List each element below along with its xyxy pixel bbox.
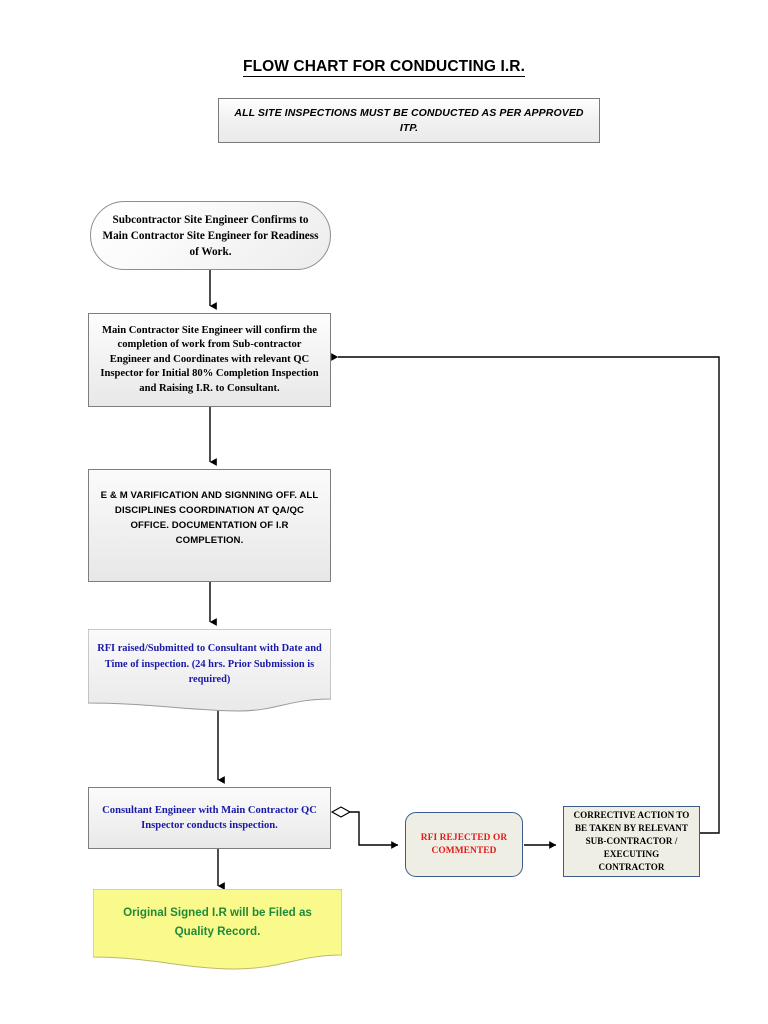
node-main-contractor-confirm-label: Main Contractor Site Engineer will confi… — [100, 324, 319, 394]
connector-inspection-to-rejected — [330, 806, 399, 849]
node-corrective-action[interactable]: CORRECTIVE ACTION TO BE TAKEN BY RELEVAN… — [563, 806, 700, 877]
node-consultant-inspection-label: Consultant Engineer with Main Contractor… — [102, 805, 317, 831]
node-em-verification-label: E & M VARIFICATION AND SIGNNING OFF. ALL… — [100, 490, 319, 546]
node-main-contractor-confirm[interactable]: Main Contractor Site Engineer will confi… — [88, 313, 331, 407]
document-shape — [88, 629, 331, 712]
node-rfi-raised-label: RFI raised/Submitted to Consultant with … — [97, 643, 322, 685]
node-em-verification[interactable]: E & M VARIFICATION AND SIGNNING OFF. ALL… — [88, 469, 331, 582]
connector-corrective-to-confirm — [331, 353, 720, 834]
banner-note: ALL SITE INSPECTIONS MUST BE CONDUCTED A… — [218, 98, 600, 143]
page-title: FLOW CHART FOR CONDUCTING I.R. — [0, 58, 768, 77]
node-start-label: Subcontractor Site Engineer Confirms to … — [102, 213, 319, 258]
node-filed-quality-record[interactable]: Original Signed I.R will be Filed as Qua… — [93, 889, 342, 976]
diamond-connector — [330, 806, 352, 818]
node-rfi-rejected[interactable]: RFI REJECTED OR COMMENTED — [405, 812, 523, 877]
document-shape-yellow — [93, 889, 342, 970]
node-consultant-inspection[interactable]: Consultant Engineer with Main Contractor… — [88, 787, 331, 849]
node-rfi-raised[interactable]: RFI raised/Submitted to Consultant with … — [88, 629, 331, 717]
node-start[interactable]: Subcontractor Site Engineer Confirms to … — [90, 201, 331, 270]
node-rfi-rejected-label: RFI REJECTED OR COMMENTED — [420, 832, 508, 856]
page-title-text: FLOW CHART FOR CONDUCTING I.R. — [243, 58, 525, 77]
node-filed-quality-record-label: Original Signed I.R will be Filed as Qua… — [123, 906, 312, 938]
banner-note-text: ALL SITE INSPECTIONS MUST BE CONDUCTED A… — [234, 106, 584, 134]
node-corrective-action-label: CORRECTIVE ACTION TO BE TAKEN BY RELEVAN… — [573, 810, 690, 872]
